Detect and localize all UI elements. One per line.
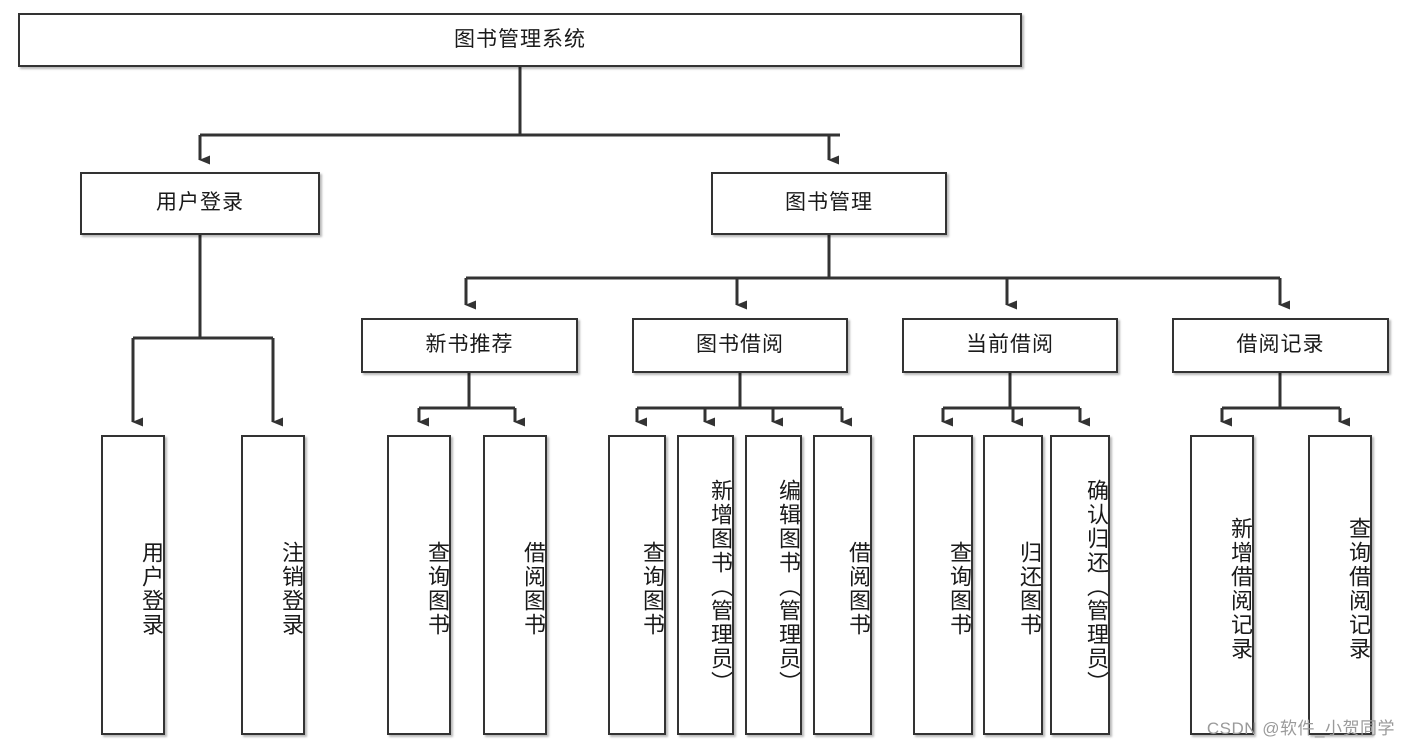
node-root[interactable]: 图书管理系统 [18, 13, 1022, 67]
node-leaf-add-book[interactable]: 新增图书（管理员） [677, 435, 734, 735]
node-leaf-edit-book[interactable]: 编辑图书（管理员） [745, 435, 802, 735]
node-leaf-edit-book-label: 编辑图书（管理员） [776, 479, 801, 695]
node-leaf-return-book-label: 归还图书 [1017, 541, 1042, 637]
node-leaf-add-record[interactable]: 新增借阅记录 [1190, 435, 1254, 735]
node-new-book-rec[interactable]: 新书推荐 [361, 318, 578, 373]
node-leaf-user-login-label: 用户登录 [139, 541, 164, 637]
node-leaf-query-book-3[interactable]: 查询图书 [913, 435, 973, 735]
node-leaf-confirm-return[interactable]: 确认归还（管理员） [1050, 435, 1110, 735]
node-user-login[interactable]: 用户登录 [80, 172, 320, 235]
node-book-manage-label: 图书管理 [785, 191, 873, 215]
node-leaf-query-book-2[interactable]: 查询图书 [608, 435, 666, 735]
node-leaf-query-record-label: 查询借阅记录 [1346, 517, 1371, 661]
node-leaf-borrow-book-2-label: 借阅图书 [846, 541, 871, 637]
node-leaf-user-logout[interactable]: 注销登录 [241, 435, 305, 735]
node-leaf-return-book[interactable]: 归还图书 [983, 435, 1043, 735]
node-leaf-borrow-book-1-label: 借阅图书 [521, 541, 546, 637]
node-book-borrow[interactable]: 图书借阅 [632, 318, 848, 373]
node-leaf-borrow-book-1[interactable]: 借阅图书 [483, 435, 547, 735]
node-leaf-user-logout-label: 注销登录 [279, 541, 304, 637]
node-user-login-label: 用户登录 [156, 191, 244, 215]
node-root-label: 图书管理系统 [454, 27, 586, 51]
node-leaf-borrow-book-2[interactable]: 借阅图书 [813, 435, 872, 735]
node-current-borrow-label: 当前借阅 [966, 333, 1054, 357]
node-leaf-query-book-3-label: 查询图书 [947, 541, 972, 637]
node-leaf-confirm-return-label: 确认归还（管理员） [1084, 479, 1109, 695]
node-leaf-add-book-label: 新增图书（管理员） [708, 479, 733, 695]
node-borrow-record-label: 借阅记录 [1236, 333, 1325, 357]
node-book-borrow-label: 图书借阅 [696, 333, 784, 357]
node-leaf-query-book-1-label: 查询图书 [425, 541, 450, 637]
node-current-borrow[interactable]: 当前借阅 [902, 318, 1118, 373]
node-leaf-query-record[interactable]: 查询借阅记录 [1308, 435, 1372, 735]
node-leaf-query-book-2-label: 查询图书 [640, 541, 665, 637]
node-leaf-add-record-label: 新增借阅记录 [1228, 517, 1253, 661]
node-leaf-user-login[interactable]: 用户登录 [101, 435, 165, 735]
node-borrow-record[interactable]: 借阅记录 [1172, 318, 1389, 373]
node-leaf-query-book-1[interactable]: 查询图书 [387, 435, 451, 735]
node-new-book-rec-label: 新书推荐 [425, 333, 514, 357]
csdn-watermark: CSDN @软件_小贺同学 [1206, 719, 1395, 738]
node-book-manage[interactable]: 图书管理 [711, 172, 947, 235]
